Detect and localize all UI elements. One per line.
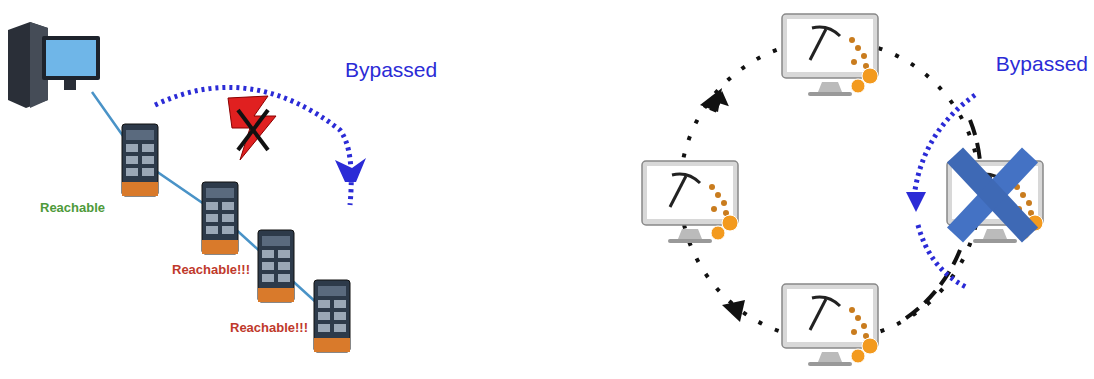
switch xyxy=(122,124,350,352)
arrowhead xyxy=(906,192,926,212)
bypass-label: Bypassed xyxy=(996,52,1088,76)
blocked-mark xyxy=(955,155,1030,235)
computer xyxy=(8,22,100,108)
status-label: Reachable!!! xyxy=(172,262,250,277)
arrowhead xyxy=(335,158,366,182)
bypass-arc xyxy=(918,225,968,288)
bypass-arc xyxy=(915,95,975,190)
cable xyxy=(92,92,330,315)
status-label: Reachable!!! xyxy=(230,320,308,335)
bypass-arc xyxy=(155,87,351,205)
mining-computer xyxy=(642,14,1043,366)
bypass-label: Bypassed xyxy=(345,58,437,82)
failure-symbol xyxy=(228,96,276,160)
status-label: Reachable xyxy=(40,200,105,215)
